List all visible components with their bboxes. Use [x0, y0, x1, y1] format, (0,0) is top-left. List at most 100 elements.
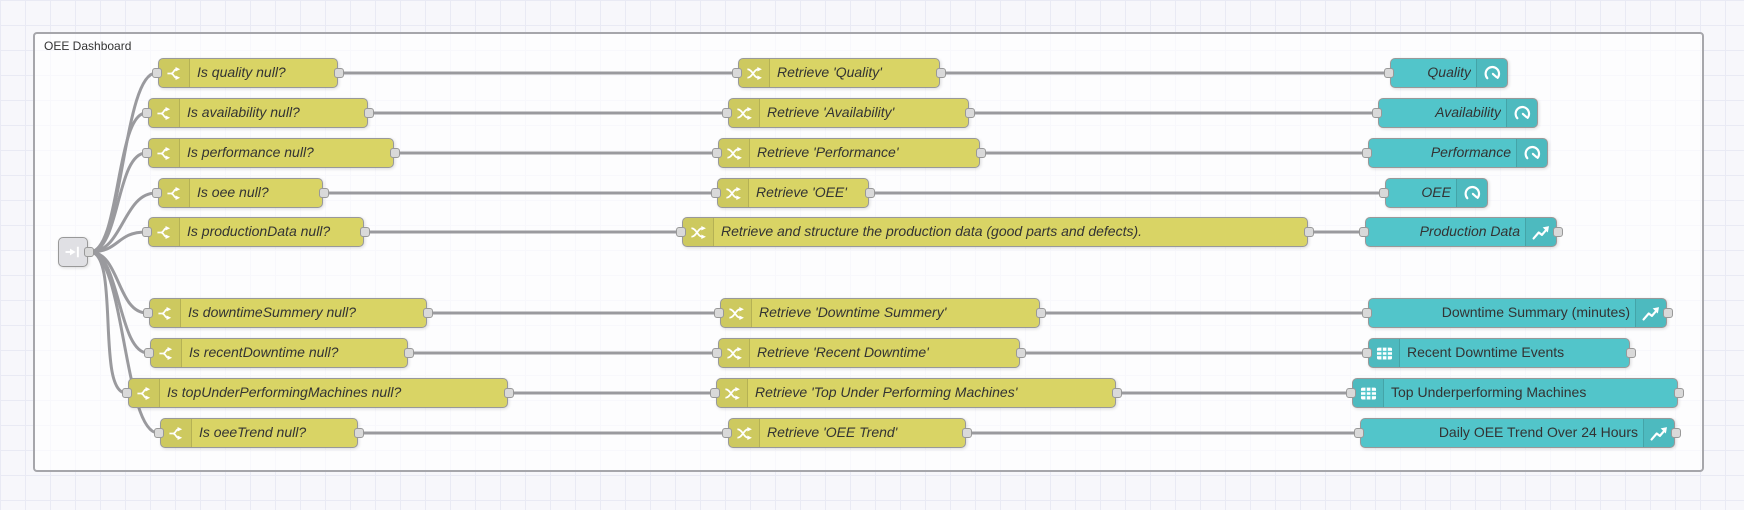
switch-icon	[150, 299, 181, 327]
output-port[interactable]	[1671, 428, 1681, 438]
node-change-oee[interactable]: Retrieve 'OEE'	[711, 178, 875, 208]
input-port[interactable]	[714, 308, 724, 318]
node-ui-productionData[interactable]: Production Data	[1359, 217, 1563, 247]
node-link-in[interactable]	[58, 237, 94, 267]
input-port[interactable]	[1362, 308, 1372, 318]
node-switch-topUnderPerformingMachines[interactable]: Is topUnderPerformingMachines null?	[122, 378, 514, 408]
node-switch-oee[interactable]: Is oee null?	[152, 178, 329, 208]
node-ui-oee[interactable]: OEE	[1379, 178, 1488, 208]
wire-link-in-to-switch-productionData[interactable]	[88, 230, 148, 254]
input-port[interactable]	[154, 428, 164, 438]
output-port[interactable]	[865, 188, 875, 198]
node-switch-oeeTrend[interactable]: Is oeeTrend null?	[154, 418, 364, 448]
table-icon	[1353, 379, 1384, 407]
input-port[interactable]	[152, 188, 162, 198]
input-port[interactable]	[722, 428, 732, 438]
node-ui-performance[interactable]: Performance	[1362, 138, 1548, 168]
wire-link-in-to-switch-recentDowntime[interactable]	[88, 250, 150, 355]
node-change-quality[interactable]: Retrieve 'Quality'	[732, 58, 946, 88]
node-change-availability[interactable]: Retrieve 'Availability'	[722, 98, 975, 128]
node-label: Is quality null?	[197, 64, 286, 80]
node-label: Quality	[1427, 64, 1471, 80]
node-ui-availability[interactable]: Availability	[1372, 98, 1538, 128]
node-ui-downtimeSummary[interactable]: Downtime Summary (minutes)	[1362, 298, 1673, 328]
input-port[interactable]	[143, 308, 153, 318]
input-port[interactable]	[1384, 68, 1394, 78]
output-port[interactable]	[364, 108, 374, 118]
wire-link-in-to-switch-performance[interactable]	[88, 151, 148, 254]
node-label: Is topUnderPerformingMachines null?	[167, 384, 402, 400]
output-port[interactable]	[390, 148, 400, 158]
node-label: Is downtimeSummery null?	[188, 304, 357, 320]
output-port[interactable]	[1674, 388, 1684, 398]
node-change-recentDowntime[interactable]: Retrieve 'Recent Downtime'	[712, 338, 1026, 368]
change-icon	[719, 339, 750, 367]
node-label: Retrieve 'OEE'	[756, 184, 847, 200]
node-switch-recentDowntime[interactable]: Is recentDowntime null?	[144, 338, 414, 368]
node-switch-downtimeSummery[interactable]: Is downtimeSummery null?	[143, 298, 433, 328]
input-port[interactable]	[1362, 348, 1372, 358]
output-port[interactable]	[1016, 348, 1026, 358]
output-port[interactable]	[962, 428, 972, 438]
wire-link-in-to-switch-oeeTrend[interactable]	[88, 250, 160, 435]
output-port[interactable]	[334, 68, 344, 78]
node-label: Recent Downtime Events	[1407, 344, 1565, 360]
output-port[interactable]	[1112, 388, 1122, 398]
output-port[interactable]	[423, 308, 433, 318]
node-ui-oeeTrend[interactable]: Daily OEE Trend Over 24 Hours	[1354, 418, 1681, 448]
node-switch-performance[interactable]: Is performance null?	[142, 138, 400, 168]
output-port[interactable]	[965, 108, 975, 118]
input-port[interactable]	[144, 348, 154, 358]
node-ui-quality[interactable]: Quality	[1384, 58, 1508, 88]
output-port[interactable]	[404, 348, 414, 358]
input-port[interactable]	[142, 227, 152, 237]
output-port[interactable]	[1304, 227, 1314, 237]
input-port[interactable]	[142, 108, 152, 118]
node-switch-quality[interactable]: Is quality null?	[152, 58, 344, 88]
input-port[interactable]	[1354, 428, 1364, 438]
node-ui-topUnderperformingMachines[interactable]: Top Underperforming Machines	[1346, 378, 1684, 408]
node-change-oeeTrend[interactable]: Retrieve 'OEE Trend'	[722, 418, 972, 448]
input-port[interactable]	[676, 227, 686, 237]
output-port[interactable]	[360, 227, 370, 237]
output-port[interactable]	[504, 388, 514, 398]
input-port[interactable]	[1372, 108, 1382, 118]
input-port[interactable]	[1346, 388, 1356, 398]
output-port[interactable]	[84, 247, 94, 257]
input-port[interactable]	[1379, 188, 1389, 198]
node-change-topUnderPerformingMachines[interactable]: Retrieve 'Top Under Performing Machines'	[710, 378, 1122, 408]
output-port[interactable]	[1036, 308, 1046, 318]
input-port[interactable]	[712, 148, 722, 158]
input-port[interactable]	[710, 388, 720, 398]
input-port[interactable]	[1359, 227, 1369, 237]
node-switch-productionData[interactable]: Is productionData null?	[142, 217, 370, 247]
output-port[interactable]	[1553, 227, 1563, 237]
input-port[interactable]	[142, 148, 152, 158]
input-port[interactable]	[122, 388, 132, 398]
input-port[interactable]	[1362, 148, 1372, 158]
output-port[interactable]	[1663, 308, 1673, 318]
switch-icon	[159, 179, 190, 207]
node-change-performance[interactable]: Retrieve 'Performance'	[712, 138, 986, 168]
node-label: Daily OEE Trend Over 24 Hours	[1438, 424, 1638, 440]
node-label: Is productionData null?	[187, 223, 331, 239]
chart-icon	[1643, 419, 1674, 447]
input-port[interactable]	[711, 188, 721, 198]
node-ui-recentDowntime[interactable]: Recent Downtime Events	[1362, 338, 1636, 368]
input-port[interactable]	[722, 108, 732, 118]
input-port[interactable]	[152, 68, 162, 78]
output-port[interactable]	[936, 68, 946, 78]
output-port[interactable]	[1626, 348, 1636, 358]
change-icon	[683, 218, 714, 246]
output-port[interactable]	[319, 188, 329, 198]
node-change-downtimeSummery[interactable]: Retrieve 'Downtime Summery'	[714, 298, 1046, 328]
input-port[interactable]	[732, 68, 742, 78]
node-change-productionData[interactable]: Retrieve and structure the production da…	[676, 217, 1314, 247]
node-switch-availability[interactable]: Is availability null?	[142, 98, 374, 128]
change-icon	[721, 299, 752, 327]
input-port[interactable]	[712, 348, 722, 358]
output-port[interactable]	[976, 148, 986, 158]
output-port[interactable]	[354, 428, 364, 438]
switch-icon	[149, 99, 180, 127]
